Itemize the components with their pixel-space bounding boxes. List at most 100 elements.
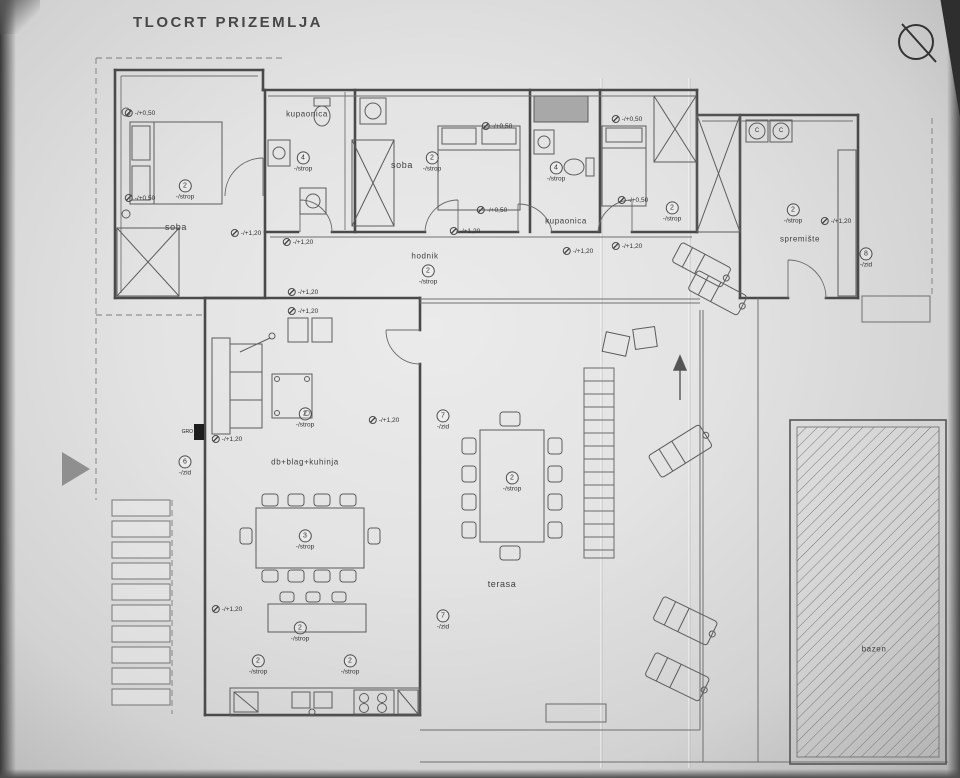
level-mark-icon bbox=[617, 196, 626, 204]
marker-label: -/zid bbox=[436, 423, 450, 431]
room-label-terasa: terasa bbox=[487, 579, 517, 589]
elevation-text: -/+0,50 bbox=[486, 206, 508, 214]
site-lines bbox=[420, 295, 948, 763]
level-mark-icon bbox=[562, 247, 571, 255]
elevation-text: -/+0,50 bbox=[134, 109, 156, 117]
marker-label: -/zid bbox=[436, 623, 450, 631]
marker-label: -/strop bbox=[295, 421, 315, 429]
level-mark-icon bbox=[481, 122, 490, 130]
wall-inner-lines bbox=[120, 75, 853, 304]
marker-number: 7 bbox=[436, 609, 450, 623]
elevation-text: -/+0,50 bbox=[134, 194, 156, 202]
elevation-marker: -/+0,50 bbox=[124, 109, 156, 117]
marker-label: -/strop bbox=[502, 485, 522, 493]
elevation-marker: -/+1,20 bbox=[211, 605, 242, 613]
elevation-text: -/+1,20 bbox=[572, 247, 594, 255]
level-mark-icon bbox=[449, 227, 458, 235]
marker-label: -/strop bbox=[418, 278, 438, 286]
marker-number: 2 bbox=[665, 201, 679, 215]
level-marker: 7-/zid bbox=[436, 609, 450, 631]
level-mark-icon bbox=[282, 238, 291, 246]
elevation-marker: -/+1,20 bbox=[282, 238, 314, 246]
level-mark-icon bbox=[287, 288, 296, 296]
appliance-label-right: C bbox=[778, 128, 784, 134]
level-marker: 7-/zid bbox=[436, 409, 450, 431]
elevation-text: -/+1,20 bbox=[378, 416, 400, 424]
level-marker: 4-/strop bbox=[294, 151, 312, 172]
level-marker: 2-/strop bbox=[249, 654, 267, 675]
marker-number: 2 bbox=[293, 621, 307, 635]
electrical-panel bbox=[194, 424, 204, 440]
bed-right bbox=[601, 125, 647, 207]
level-mark-icon bbox=[124, 194, 133, 202]
elevation-text: -/+1,20 bbox=[297, 288, 319, 296]
marker-label: -/strop bbox=[662, 215, 682, 223]
marker-number: 7 bbox=[436, 409, 450, 423]
elevation-marker: -/+1,20 bbox=[287, 288, 319, 296]
direction-arrow bbox=[672, 354, 688, 400]
paper-fold-crease bbox=[600, 78, 603, 768]
terrace-table bbox=[461, 411, 563, 561]
elevation-marker: -/+1,20 bbox=[230, 229, 261, 237]
marker-label: -/strop bbox=[295, 543, 315, 551]
elevation-text: -/+1,20 bbox=[292, 238, 314, 246]
level-marker: 4-/strop bbox=[547, 161, 565, 182]
elevation-marker: -/+1,20 bbox=[611, 242, 642, 250]
level-mark-icon bbox=[476, 206, 485, 214]
paper-fold-crease bbox=[688, 78, 691, 768]
elevation-marker: -/+1,20 bbox=[820, 217, 851, 225]
elevation-text: -/+1,20 bbox=[459, 227, 481, 235]
level-mark-icon bbox=[820, 217, 829, 225]
elevation-text: -/+1,20 bbox=[297, 307, 319, 315]
room-label-hodnik: hodnik bbox=[411, 251, 439, 261]
elevation-marker: -/+1,20 bbox=[562, 247, 594, 255]
marker-number: 2 bbox=[178, 179, 192, 193]
marker-label: -/strop bbox=[248, 668, 268, 676]
boundary-dashed-lines bbox=[95, 57, 933, 714]
electrical-panel-label: GRO bbox=[181, 429, 193, 435]
level-marker: 2-/strop bbox=[291, 621, 309, 642]
level-mark-icon bbox=[230, 229, 239, 237]
sun-loungers bbox=[645, 242, 747, 702]
room-label-spremiste: spremište bbox=[779, 234, 821, 244]
elevation-text: -/+0,50 bbox=[621, 115, 643, 123]
margin-pointer-icon bbox=[62, 452, 90, 486]
marker-label: -/zid bbox=[178, 469, 192, 477]
coffee-table bbox=[271, 373, 313, 419]
elevation-marker: -/+0,50 bbox=[481, 122, 512, 130]
room-label-bazen: bazen bbox=[861, 644, 887, 654]
marker-number: 2 bbox=[343, 654, 357, 668]
level-mark-icon bbox=[211, 435, 220, 443]
terrace-bench bbox=[545, 703, 607, 723]
level-marker: 3-/strop bbox=[296, 529, 314, 550]
level-marker: 2-/strop bbox=[423, 151, 441, 172]
level-mark-icon bbox=[211, 605, 220, 613]
marker-number: 4 bbox=[549, 161, 563, 175]
dining-table bbox=[239, 493, 381, 583]
laundry-appliances bbox=[745, 119, 857, 297]
marker-label: -/strop bbox=[546, 175, 566, 183]
level-marker: 2-/strop bbox=[663, 201, 681, 222]
marker-label: -/strop bbox=[783, 217, 803, 225]
elevation-text: -/+1,20 bbox=[221, 435, 243, 443]
elevation-marker: -/+0,50 bbox=[476, 206, 508, 214]
level-mark-icon bbox=[124, 109, 133, 117]
marker-label: -/strop bbox=[340, 668, 360, 676]
kitchen-island bbox=[267, 591, 367, 633]
marker-number: 6 bbox=[178, 455, 192, 469]
marker-number: 2 bbox=[425, 151, 439, 165]
marker-number: 2 bbox=[786, 203, 800, 217]
room-label-kupaonica-top: kupaonica bbox=[286, 109, 328, 119]
marker-number: 4 bbox=[296, 151, 310, 165]
level-marker: 2-/strop bbox=[419, 264, 437, 285]
door-swings bbox=[224, 157, 827, 365]
marker-number: 2 bbox=[251, 654, 265, 668]
room-label-soba-mid: soba bbox=[391, 160, 413, 170]
marker-number: 2 bbox=[505, 471, 519, 485]
level-mark-icon bbox=[611, 242, 620, 250]
level-marker: 6-/zid bbox=[178, 455, 192, 477]
level-marker: 2-/strop bbox=[176, 179, 194, 200]
level-marker: 2-/strop bbox=[296, 407, 314, 428]
wardrobe-middle bbox=[351, 139, 395, 227]
